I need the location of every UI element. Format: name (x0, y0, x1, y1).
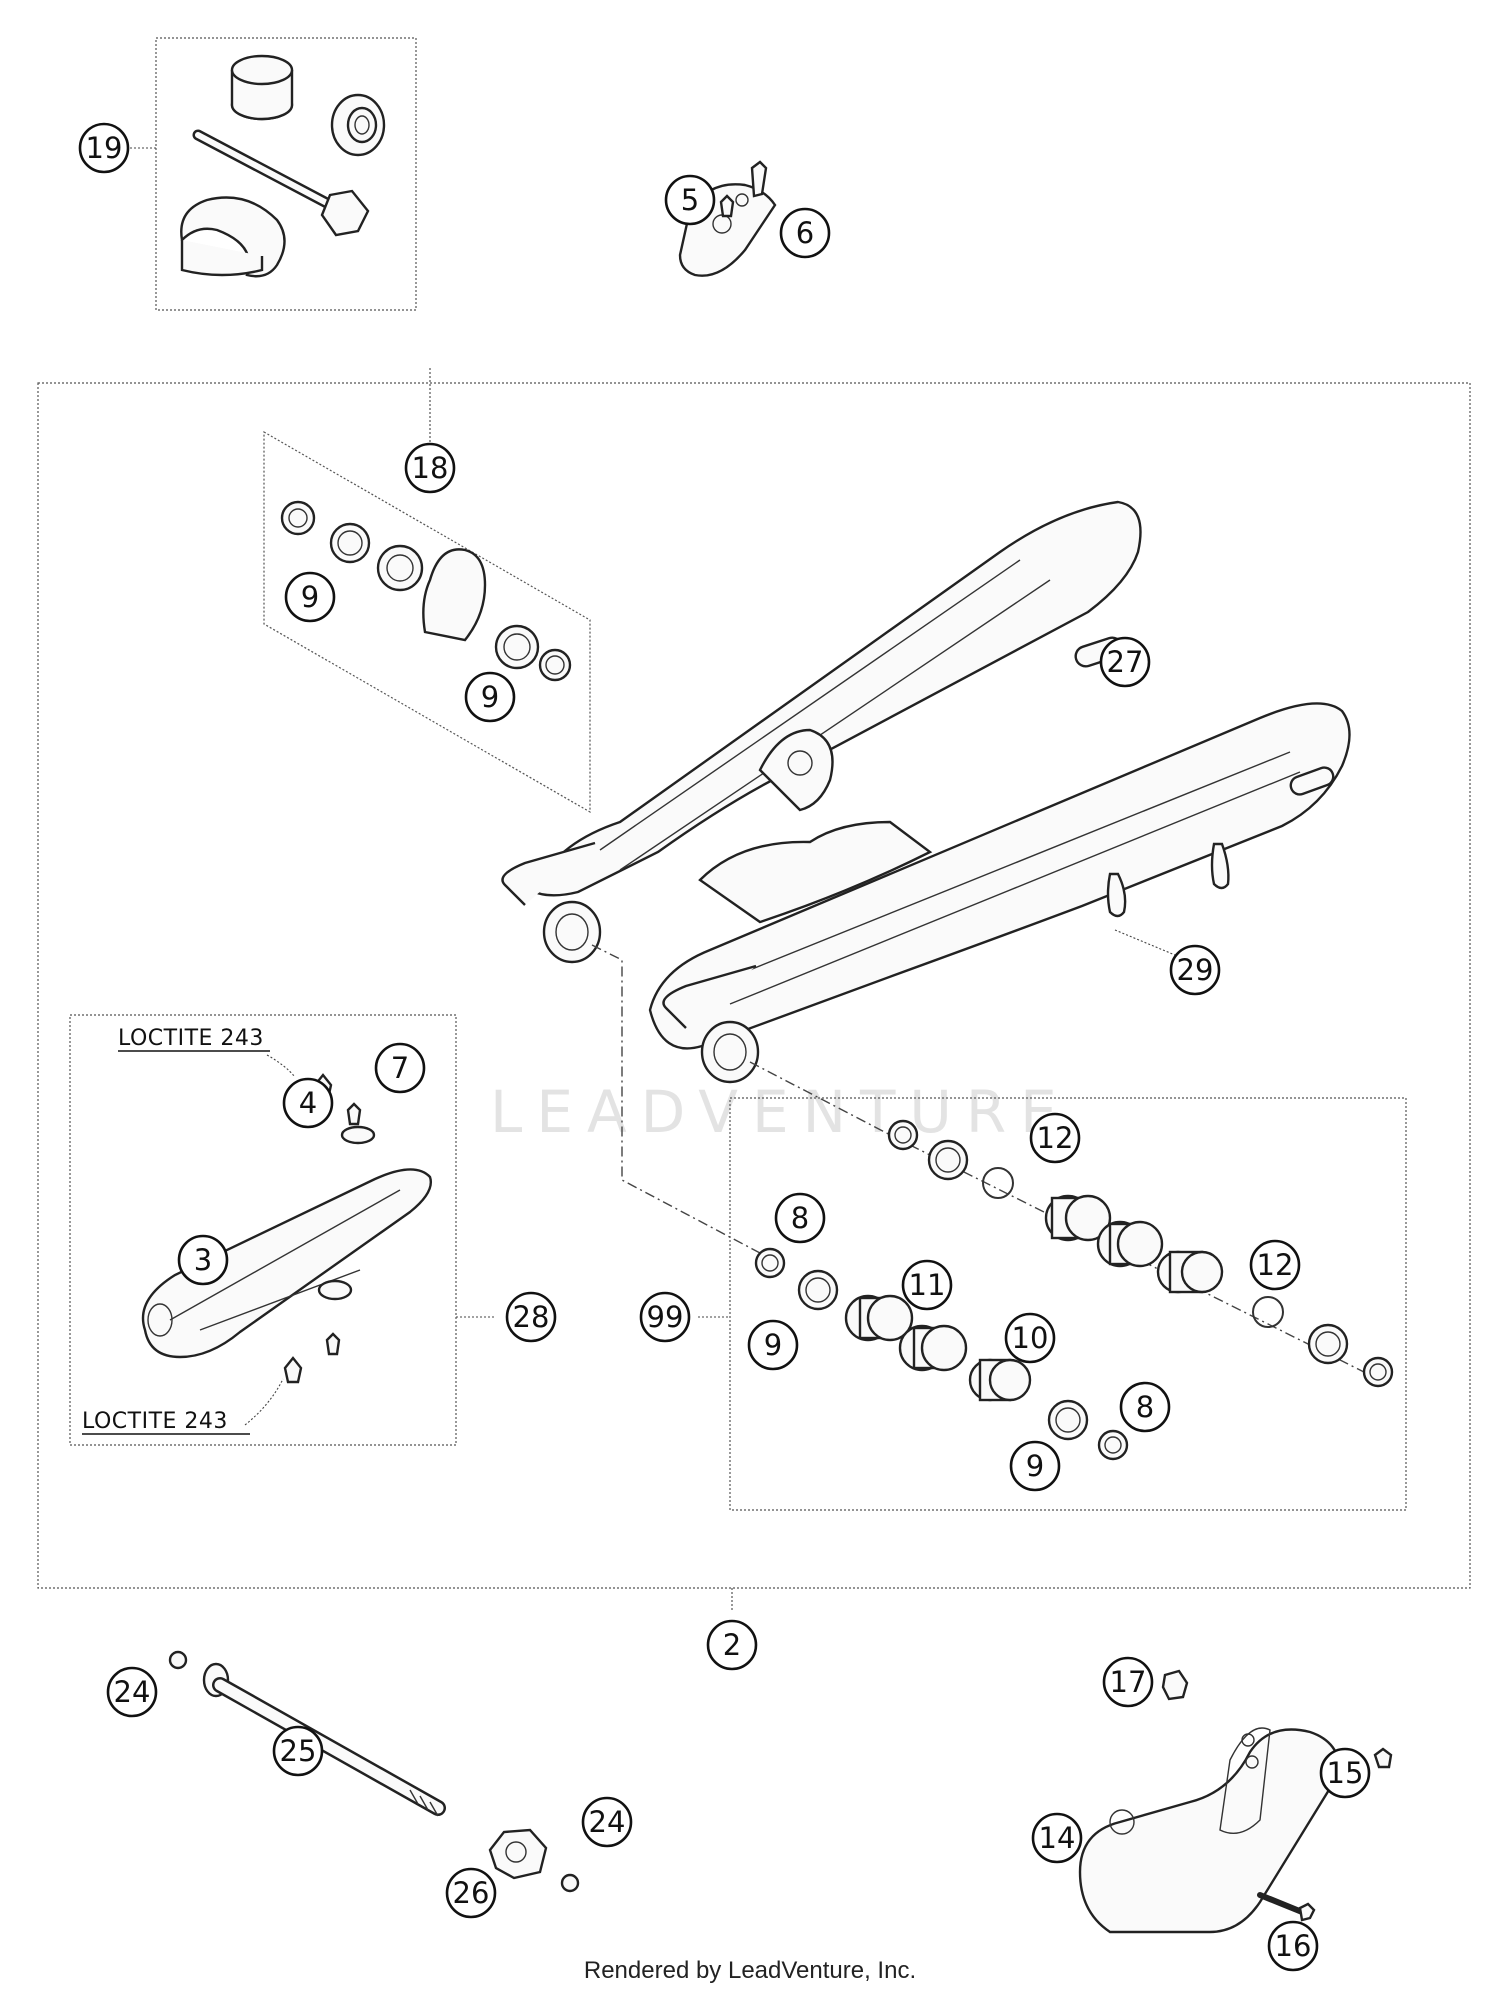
callout-label: 8 (791, 1201, 809, 1235)
callout-label: 17 (1110, 1665, 1147, 1699)
axis-leader-left (591, 944, 761, 1254)
callout-label: 16 (1275, 1929, 1312, 1963)
callout-17: 17 (1102, 1656, 1154, 1708)
callout-11: 11 (901, 1259, 953, 1311)
callout-label: 26 (453, 1876, 490, 1910)
chain-guide-parts (141, 1073, 432, 1384)
bearing-ring (330, 93, 386, 157)
callout-label: 11 (909, 1268, 946, 1302)
kit-18-box (263, 430, 591, 814)
callout-label: 2 (723, 1628, 741, 1662)
callout-28: 28 (505, 1291, 557, 1343)
callout-25: 25 (272, 1725, 324, 1777)
callout-8: 8 (1119, 1381, 1171, 1433)
callout-6: 6 (779, 207, 831, 259)
loctite-leader-top (266, 1054, 296, 1078)
callout-label: 29 (1177, 953, 1214, 987)
chain-guard-parts (1078, 1669, 1393, 1934)
callout-label: 10 (1012, 1321, 1049, 1355)
callout-24: 24 (106, 1666, 158, 1718)
callout-12: 12 (1029, 1112, 1081, 1164)
callout-label: 27 (1107, 645, 1144, 679)
callout-4: 4 (282, 1077, 334, 1129)
swingarm (501, 500, 1351, 1084)
callout-2: 2 (706, 1619, 758, 1671)
callout-29: 29 (1169, 944, 1221, 996)
callout-label: 12 (1257, 1248, 1294, 1282)
kit-19-box (155, 37, 417, 311)
kit-18-parts (280, 500, 572, 682)
callout-9: 9 (1009, 1440, 1061, 1492)
watermark: LEADVENTURE (490, 1078, 1071, 1146)
callout-18: 18 (404, 442, 456, 494)
callout-27: 27 (1099, 636, 1151, 688)
chain-guide-box (69, 1014, 457, 1446)
callout-8: 8 (774, 1192, 826, 1244)
callout-label: 9 (481, 680, 499, 714)
callout-label: 6 (796, 216, 814, 250)
kit-19-parts (180, 54, 386, 278)
bearing-kit-box (729, 1097, 1407, 1511)
callout-label: 24 (114, 1675, 151, 1709)
callout-7: 7 (374, 1042, 426, 1094)
loctite-note-top: LOCTITE 243 (118, 1026, 264, 1051)
callout-label: 9 (301, 580, 319, 614)
spacer-bushing (230, 54, 294, 121)
callout-label: 12 (1037, 1121, 1074, 1155)
callout-label: 18 (412, 451, 449, 485)
callout-label: 3 (194, 1243, 212, 1277)
callout-5: 5 (664, 174, 716, 226)
half-shell (180, 196, 286, 278)
bearing-kit-parts (754, 1119, 1394, 1461)
callout-3: 3 (177, 1234, 229, 1286)
callout-14: 14 (1031, 1812, 1083, 1864)
callout-label: 14 (1039, 1821, 1076, 1855)
callout-26: 26 (445, 1867, 497, 1919)
callout-12: 12 (1249, 1239, 1301, 1291)
callout-9: 9 (747, 1319, 799, 1371)
footer-credit: Rendered by LeadVenture, Inc. (584, 1957, 916, 1984)
callout-label: 9 (1026, 1449, 1044, 1483)
axis-leader-right (749, 1061, 1381, 1381)
leader-29 (1114, 929, 1176, 956)
callout-label: 9 (764, 1328, 782, 1362)
callout-label: 5 (681, 183, 699, 217)
callout-9: 9 (464, 671, 516, 723)
loctite-note-bottom: LOCTITE 243 (82, 1409, 228, 1434)
callout-9: 9 (284, 571, 336, 623)
callout-label: 8 (1136, 1390, 1154, 1424)
callout-label: 24 (589, 1805, 626, 1839)
loctite-leader-bottom (244, 1378, 284, 1426)
axle-parts (168, 1650, 580, 1893)
callout-99: 99 (639, 1291, 691, 1343)
callout-label: 15 (1327, 1756, 1364, 1790)
callout-label: 4 (299, 1086, 317, 1120)
swingarm-assembly-box (37, 382, 1471, 1589)
callout-label: 25 (280, 1734, 317, 1768)
callout-19: 19 (78, 122, 130, 174)
callout-label: 99 (647, 1300, 684, 1334)
callout-label: 7 (391, 1051, 409, 1085)
callout-16: 16 (1267, 1920, 1319, 1972)
callout-24: 24 (581, 1796, 633, 1848)
callout-label: 19 (86, 131, 123, 165)
callout-10: 10 (1004, 1312, 1056, 1364)
callout-label: 28 (513, 1300, 550, 1334)
callout-15: 15 (1319, 1747, 1371, 1799)
long-bolt (192, 129, 370, 237)
